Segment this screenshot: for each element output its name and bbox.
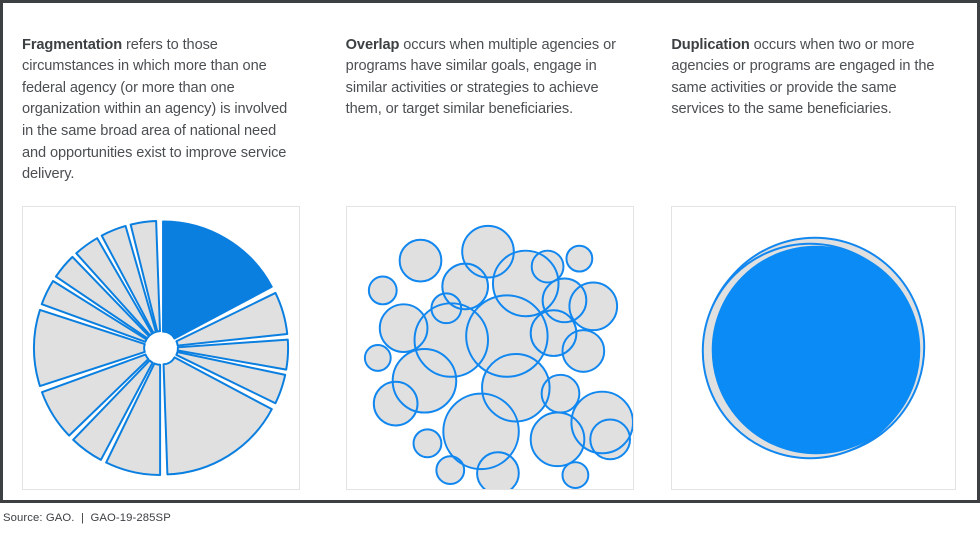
- pie-slice: [175, 350, 287, 405]
- overlap-caption: Overlap occurs when multiple agencies or…: [346, 35, 631, 121]
- frame-bottom-rule: [0, 500, 980, 503]
- column-fragmentation: Fragmentation refers to those circumstan…: [0, 3, 327, 500]
- fragmentation-caption: Fragmentation refers to those circumstan…: [22, 35, 302, 186]
- pie-slice: [129, 220, 161, 333]
- overlap-circle-outline: [475, 451, 520, 489]
- overlap-circle-outline: [435, 455, 465, 486]
- overlap-circle-fill: [373, 381, 418, 426]
- overlap-circle-outline: [441, 262, 489, 311]
- fragmentation-term: Fragmentation: [22, 36, 123, 53]
- overlap-circle-outlines: [363, 224, 633, 489]
- overlap-circle-fill: [562, 330, 604, 372]
- pie-slice: [176, 338, 290, 371]
- overlap-circle-outline: [413, 302, 489, 378]
- column-overlap: Overlap occurs when multiple agencies or…: [327, 3, 654, 500]
- overlap-circle-fill: [476, 452, 519, 489]
- pie-slice: [33, 308, 146, 388]
- overlap-circle-outline: [367, 275, 398, 306]
- overlap-circle-outline: [412, 428, 443, 459]
- pie-slice-highlighted: [162, 220, 273, 340]
- overlap-circle-outline: [372, 380, 419, 427]
- fragmentation-pie-diagram: [33, 220, 290, 476]
- overlap-circle-outline: [442, 392, 520, 471]
- overlap-circle-fill: [443, 393, 519, 470]
- overlap-circle-fill: [562, 462, 588, 489]
- duplication-panel: [671, 206, 957, 490]
- pie-slice: [40, 280, 148, 343]
- duplication-caption: Duplication occurs when two or more agen…: [671, 35, 951, 121]
- overlap-circle-outline: [541, 277, 587, 324]
- fragmentation-panel: [22, 206, 300, 490]
- overlap-circle-fill: [531, 250, 564, 283]
- duplication-foreground-circle: [712, 245, 921, 455]
- concept-columns: Fragmentation refers to those circumstan…: [0, 3, 980, 500]
- overlap-circle-fill: [436, 456, 464, 485]
- overlap-circle-outline: [398, 238, 443, 283]
- overlap-circle-fill: [413, 429, 442, 458]
- overlap-circle-outline: [561, 461, 589, 489]
- pie-slice: [75, 237, 154, 337]
- overlap-circle-fill: [368, 276, 397, 305]
- frame-right-rule: [977, 0, 980, 503]
- duplication-circles-group: [702, 236, 926, 460]
- overlap-circle-outline: [570, 390, 633, 455]
- duplication-term: Duplication: [671, 36, 750, 53]
- duplication-circles-diagram: [702, 236, 926, 460]
- overlap-circle-outline: [588, 418, 631, 461]
- overlap-circle-outline: [565, 244, 593, 273]
- pie-slice: [100, 224, 157, 334]
- overlap-circle-fill: [399, 239, 442, 282]
- overlap-circle-outline: [491, 249, 560, 318]
- overlap-circle-outline: [363, 344, 392, 372]
- duplication-definition: occurs when two or more agencies or prog…: [671, 36, 935, 118]
- frame-top-rule: [0, 0, 980, 3]
- pie-slice: [162, 356, 273, 476]
- overlap-circle-fill: [364, 345, 391, 371]
- pie-slices-group: [33, 220, 290, 476]
- overlap-circles-diagram: [363, 224, 633, 489]
- overlap-circle-outline: [391, 348, 457, 414]
- overlap-circle-outline: [464, 294, 549, 378]
- frame-left-rule: [0, 0, 3, 503]
- overlap-term: Overlap: [345, 36, 400, 53]
- pie-slice: [72, 359, 154, 461]
- overlap-circle-outline: [561, 329, 605, 373]
- pie-slice: [40, 353, 150, 437]
- overlap-definition: occurs when multiple agencies or program…: [345, 36, 616, 118]
- pie-slice: [175, 291, 289, 347]
- source-line: Source: GAO. | GAO-19-285SP: [3, 512, 171, 524]
- overlap-circle-fill: [566, 245, 592, 272]
- overlap-circle-outline: [480, 352, 551, 423]
- overlap-circle-outline: [378, 303, 429, 353]
- overlap-circle-outline: [529, 309, 578, 357]
- overlap-panel: [345, 206, 634, 490]
- pie-slice: [105, 362, 162, 476]
- overlap-circle-outline: [529, 411, 585, 468]
- overlap-circle-outline: [568, 281, 618, 332]
- overlap-circle-fill: [569, 282, 617, 331]
- overlap-circle-fill: [589, 419, 630, 460]
- pie-slice: [54, 255, 150, 340]
- overlap-circle-outline: [460, 224, 515, 279]
- overlap-circle-outline: [530, 249, 565, 284]
- column-duplication: Duplication occurs when two or more agen…: [653, 3, 980, 500]
- fragmentation-definition: refers to those circumstances in which m…: [22, 36, 288, 183]
- overlap-circle-fill: [541, 374, 580, 413]
